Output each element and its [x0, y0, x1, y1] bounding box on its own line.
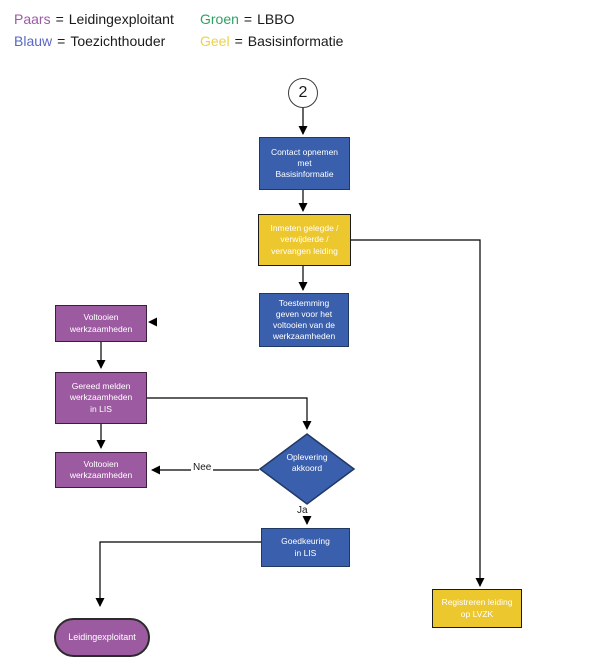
legend-term-paars: Paars — [14, 11, 51, 27]
legend-desc-paars: Leidingexploitant — [68, 11, 174, 27]
legend-term-geel: Geel — [200, 33, 230, 49]
node-start-connector-2: 2 — [288, 78, 318, 108]
node-toestemming-geven: Toestemming geven voor het voltooien van… — [259, 293, 349, 347]
legend-item-geel: Geel=Basisinformatie — [200, 33, 343, 49]
edge-inmeten-to-registreren — [351, 239, 485, 587]
node-inmeten-leiding: Inmeten gelegde / verwijderde / vervange… — [258, 214, 351, 266]
arrowhead-into-voltooien-1 — [148, 317, 157, 327]
legend-term-blauw: Blauw — [14, 33, 53, 49]
node-voltooien-werkzaamheden-2: Voltooien werkzaamheden — [55, 452, 147, 488]
legend-equals: = — [55, 11, 64, 27]
legend-term-groen: Groen — [200, 11, 239, 27]
legend-equals: = — [234, 33, 243, 49]
node-leidingexploitant-terminator: Leidingexploitant — [54, 618, 150, 657]
node-goedkeuring-lis: Goedkeuring in LIS — [261, 528, 350, 567]
node-gereed-melden-lis: Gereed melden werkzaamheden in LIS — [55, 372, 147, 424]
legend-equals: = — [243, 11, 253, 27]
edge-goedkeuring-to-leidingexploitant — [95, 541, 261, 607]
edge-label-nee: Nee — [191, 462, 214, 473]
node-contact-opnemen: Contact opnemen met Basisinformatie — [259, 137, 350, 190]
legend-desc-blauw: Toezichthouder — [70, 33, 166, 49]
node-voltooien-werkzaamheden-1: Voltooien werkzaamheden — [55, 305, 147, 342]
decision-label-oplevering-akkoord: Oplevering akkoord — [286, 452, 328, 474]
edge-label-ja: Ja — [295, 505, 310, 516]
legend-item-blauw: Blauw=Toezichthouder — [14, 33, 165, 49]
legend-item-groen: Groen=LBBO — [200, 11, 294, 27]
legend-equals: = — [57, 33, 66, 49]
legend-item-paars: Paars=Leidingexploitant — [14, 11, 174, 27]
node-registreren-lvzk: Registreren leiding op LVZK — [432, 589, 522, 628]
start-connector-label: 2 — [298, 84, 308, 101]
legend-desc-geel: Basisinformatie — [247, 33, 344, 49]
edge-gereed-to-oplevering — [147, 397, 312, 430]
legend-desc-groen: LBBO — [257, 11, 295, 27]
